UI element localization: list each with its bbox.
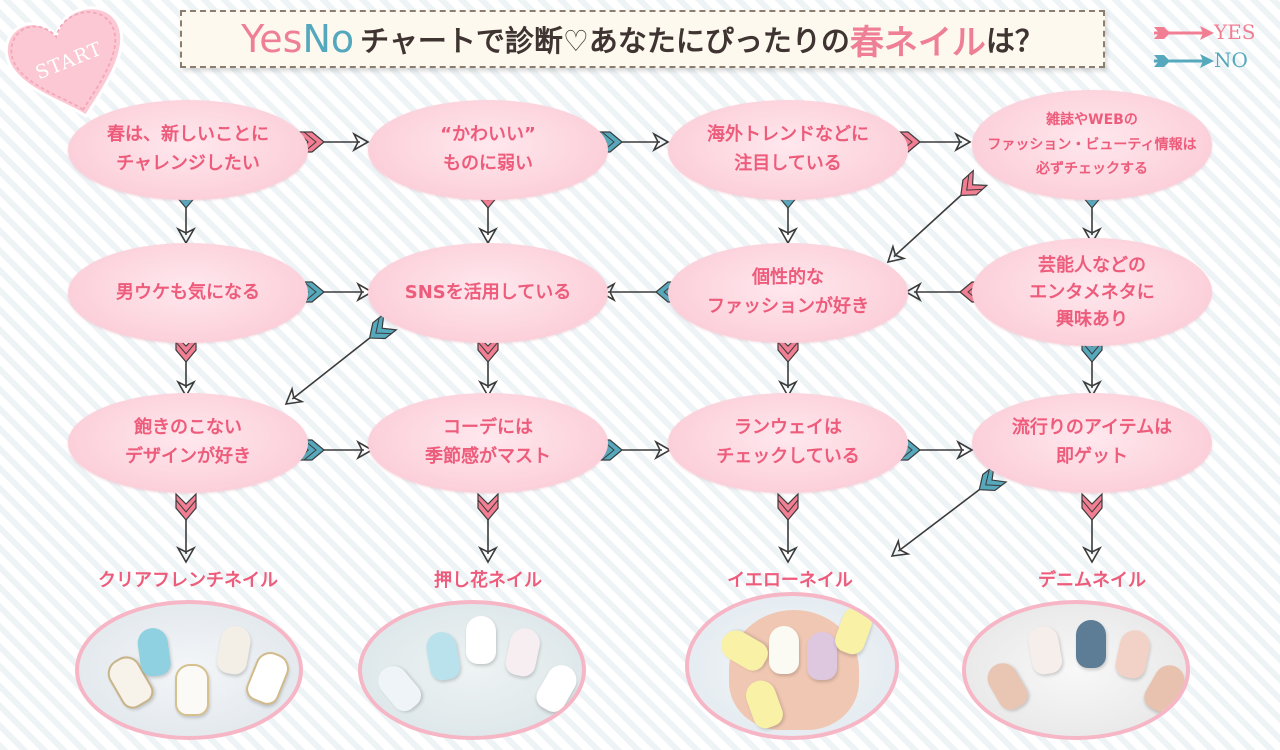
arrow-no-q6-q9 [284, 312, 398, 405]
result-label-denim: デニムネイル [1038, 570, 1146, 591]
result-label-yellow: イエローネイル [727, 570, 853, 591]
denim-nail-image [962, 600, 1190, 740]
question-node-6: SNSを活用している [368, 243, 608, 343]
result-label-pressed-flower: 押し花ネイル [434, 570, 542, 591]
legend-yes-label: YES [1214, 20, 1256, 44]
question-node-12: 流行りのアイテムは 即ゲット [972, 393, 1212, 493]
yellow-nail-image [685, 592, 899, 740]
title-question: は？ [985, 24, 1044, 58]
arrow-yes-q10-result2 [477, 492, 499, 564]
title-yes: Yes [241, 17, 303, 61]
legend-yes-arrow-icon [1154, 26, 1214, 40]
question-node-1: 春は、新しいことに チャレンジしたい [68, 100, 308, 200]
arrow-no-q12-result3 [890, 464, 1008, 557]
question-node-2: “かわいい” ものに弱い [368, 100, 608, 200]
arrow-yes-q11-result3 [777, 492, 799, 564]
question-node-10: コーデには 季節感がマスト [368, 393, 608, 493]
title-spring-nail: 春ネイル [849, 22, 986, 63]
arrow-yes-q12-result4 [1081, 492, 1103, 564]
arrow-yes-q5-q9 [175, 334, 197, 398]
question-node-8: 芸能人などの エンタメネタに 興味あり [972, 238, 1212, 346]
legend-no-label: NO [1214, 48, 1248, 72]
legend-arrows [1154, 26, 1214, 68]
title-no: No [302, 17, 355, 61]
question-node-3: 海外トレンドなどに 注目している [668, 100, 908, 200]
title-text: チャートで診断♡あなたにぴったりの [360, 24, 850, 58]
pressed-flower-nail-image [358, 600, 586, 740]
question-node-11: ランウェイは チェックしている [668, 393, 908, 493]
question-node-9: 飽きのこない デザインが好き [68, 393, 308, 493]
arrow-no-q5-q6 [296, 281, 374, 303]
question-node-4: 雑誌やWEBの ファッション・ビューティ情報は 必ずチェックする [972, 90, 1212, 200]
start-heart-icon [4, 6, 124, 119]
question-node-5: 男ウケも気になる [68, 243, 308, 343]
arrow-yes-q1-q2 [296, 131, 370, 153]
arrow-no-q9-q10 [296, 439, 374, 461]
arrow-yes-q6-q10 [477, 334, 499, 398]
legend-no-arrow-icon [1154, 54, 1214, 68]
arrow-yes-q7-q11 [777, 334, 799, 398]
clear-french-nail-image [75, 600, 303, 740]
arrow-yes-q9-result1 [175, 492, 197, 564]
arrow-yes-q4-q7 [886, 169, 989, 264]
question-node-7: 個性的な ファッションが好き [668, 243, 908, 343]
result-label-clear-french: クリアフレンチネイル [98, 570, 278, 591]
